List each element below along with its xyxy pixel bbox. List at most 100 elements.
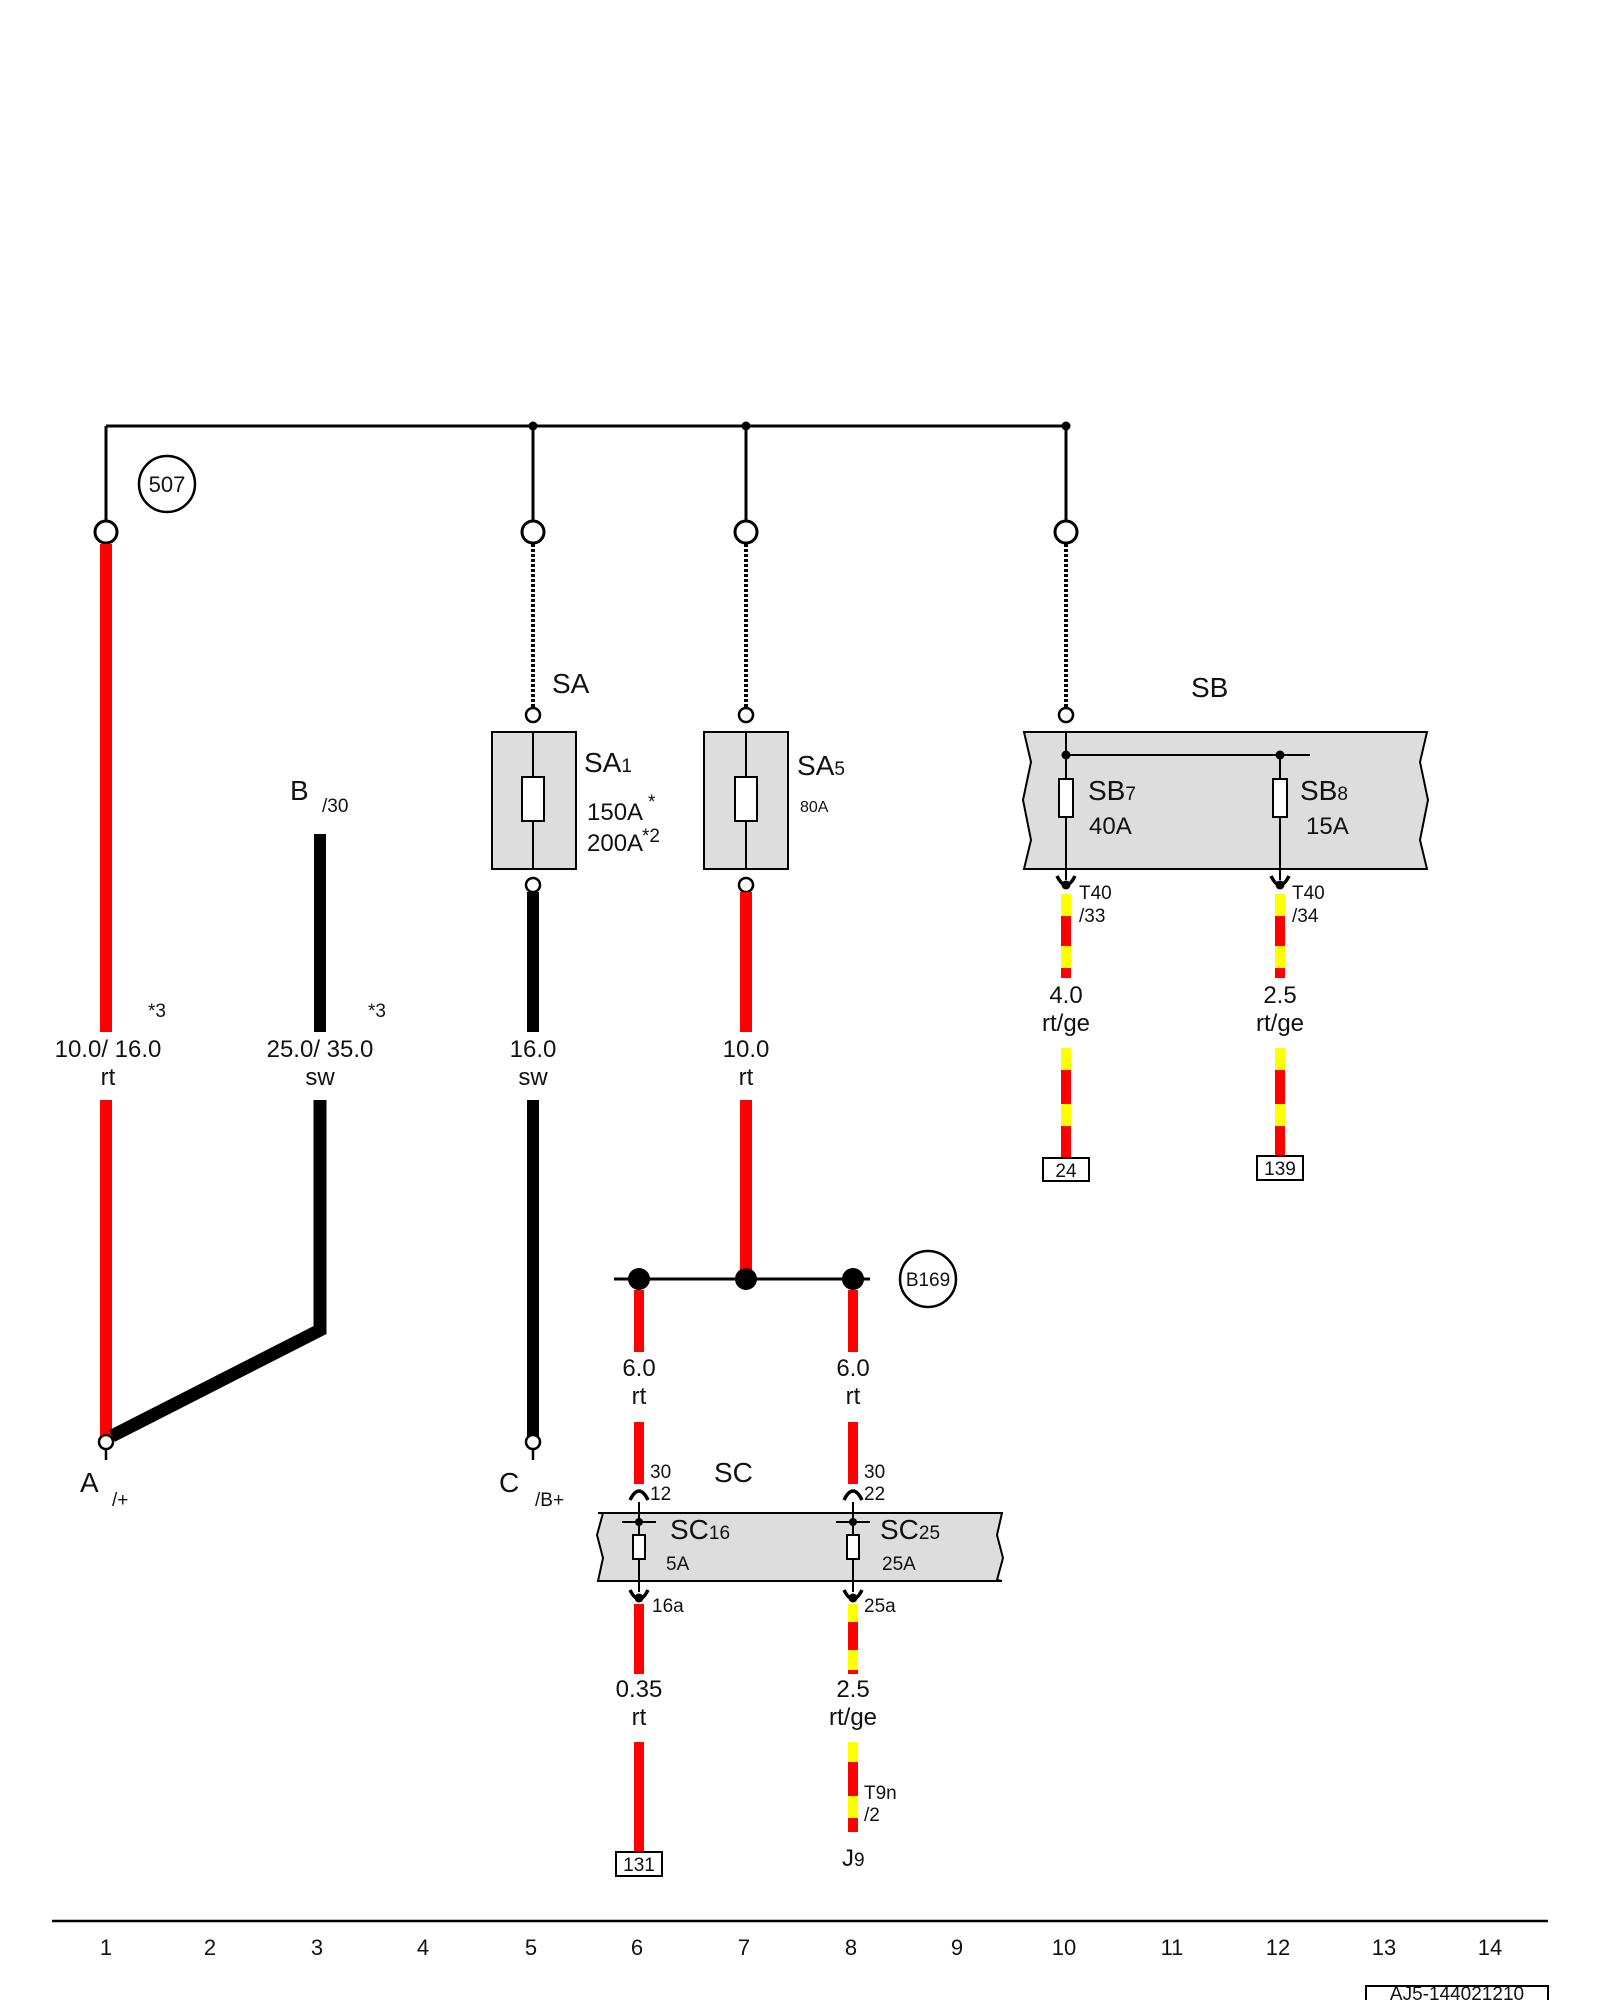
fuse-sb7-rating: 40A [1089,813,1132,840]
fuse-sa1-rating-a: 150A [587,799,643,826]
fuse-sc25-name: SC25 [880,1514,940,1545]
column-number: 3 [311,1935,323,1960]
component-j9: J9 [842,1845,865,1872]
wire-col1-color: rt [101,1064,116,1091]
fuse-sc16-name: SC16 [670,1514,730,1545]
footer-column-numbers: 1 2 3 4 5 6 7 8 9 10 11 12 13 14 [100,1935,1502,1960]
wire-col8 [848,1290,858,1484]
wire-col10 [1061,894,1071,1158]
fuse-sb7-symbol [1058,778,1074,818]
wire-col7-color: rt [739,1064,754,1091]
connector-t9n-a: T9n [864,1783,897,1804]
fuse-box-sa-label: SA [552,668,590,699]
connector-sc16-out: 16a [652,1596,684,1617]
wire-col6b-color: rt [632,1704,647,1731]
bus-terminals [93,519,1079,545]
wire-col8-size: 6.0 [836,1355,869,1382]
fuse-box-sc [595,1502,1005,1592]
column-number: 14 [1478,1935,1502,1960]
fuse-sc25-rating: 25A [882,1554,916,1575]
connector-t40-34-a: T40 [1292,883,1325,904]
wire-col6-color: rt [632,1383,647,1410]
column-number: 11 [1161,1935,1184,1960]
wire-col6-size: 6.0 [622,1355,655,1382]
wire-col1-note: *3 [148,1001,166,1022]
fuse-box-sb [1021,731,1430,880]
terminal-a-letter: A [80,1467,99,1498]
column-number: 9 [951,1935,963,1960]
fuse-sb8-symbol [1272,778,1288,818]
fuse-sa5-name: SA5 [797,750,845,781]
terminal-a-circle [97,1433,115,1451]
fuse-box-sa1 [491,731,577,870]
doc-id-text: AJ5-144021210 [1390,1984,1524,2000]
ref-139-text: 139 [1264,1159,1296,1180]
ref-24-text: 24 [1055,1161,1077,1182]
connector-sc25-out: 25a [864,1596,896,1617]
connector-sc25-in-b: 22 [864,1484,885,1505]
fuse-sa1-symbol [521,776,545,822]
fuse-sa1-name: SA1 [584,747,632,778]
fuse-sb8-rating: 15A [1306,813,1349,840]
wire-col10-size: 4.0 [1049,982,1082,1009]
ref-131-text: 131 [623,1855,655,1876]
connector-sc16-in-a: 30 [650,1462,671,1483]
fuse-sc25-symbol [846,1534,860,1560]
fuse-sa1-star-b: *2 [642,826,660,847]
column-number: 2 [204,1935,216,1960]
wire-col3-size: 25.0/ 35.0 [267,1036,374,1063]
bus-junction-dots [528,421,1071,431]
wire-col5-size: 16.0 [510,1036,557,1063]
wire-col8b-size: 2.5 [836,1676,869,1703]
terminal-c-circle [524,1433,542,1451]
fuse-sc16-symbol [632,1534,646,1560]
terminal-c-letter: C [499,1467,519,1498]
wire-col8-lower [848,1604,858,1832]
wire-col6b-size: 0.35 [616,1676,663,1703]
splice-b169: B169 [614,1249,958,1309]
doc-id-box: AJ5-144021210 [1365,1984,1549,2000]
wire-col6-lower [634,1604,644,1854]
connector-t40-34-b: /34 [1292,906,1319,927]
wire-col3-color: sw [305,1064,335,1091]
fuse-sb8-name: SB8 [1300,775,1348,806]
column-number: 5 [525,1935,537,1960]
wire-col7-size: 10.0 [723,1036,770,1063]
fuse-box-sb-label: SB [1191,672,1228,703]
fuse-sa1-rating-b: 200A [587,830,643,857]
wire-col12-color: rt/ge [1256,1010,1304,1037]
connector-sc25-in-a: 30 [864,1462,885,1483]
marker-b169-text: B169 [906,1270,950,1291]
terminal-a-sub: /+ [112,1490,128,1511]
column-number: 6 [631,1935,643,1960]
wire-col3 [109,834,327,1442]
wire-col1-size: 10.0/ 16.0 [55,1036,162,1063]
wire-col5 [527,892,539,1436]
wire-col12 [1275,894,1285,1158]
column-number: 4 [417,1935,429,1960]
connector-t40-33-a: T40 [1079,883,1112,904]
wire-col1 [100,544,112,1436]
wire-col3-note: *3 [368,1001,386,1022]
ref-box-131: 131 [615,1851,663,1877]
marker-507-text: 507 [149,472,186,497]
fuse-box-sc-label: SC [714,1457,753,1488]
fuse-sa5-symbol [734,776,758,822]
ref-box-24: 24 [1042,1157,1090,1182]
connector-sc-inputs [628,1489,864,1501]
terminal-b-sub: /30 [322,796,348,817]
top-bus [104,424,1068,528]
wire-col8-color: rt [846,1383,861,1410]
column-number: 7 [738,1935,750,1960]
column-number: 10 [1052,1935,1076,1960]
terminal-c-sub: /B+ [535,1490,564,1511]
marker-507: 507 [137,454,197,514]
connector-t9n-b: /2 [864,1805,880,1826]
column-number: 1 [100,1935,112,1960]
column-number: 8 [845,1935,857,1960]
connector-sc16-in-b: 12 [650,1484,671,1505]
wire-col10-color: rt/ge [1042,1010,1090,1037]
wire-col6 [634,1290,644,1484]
fuse-sb7-name: SB7 [1088,775,1136,806]
